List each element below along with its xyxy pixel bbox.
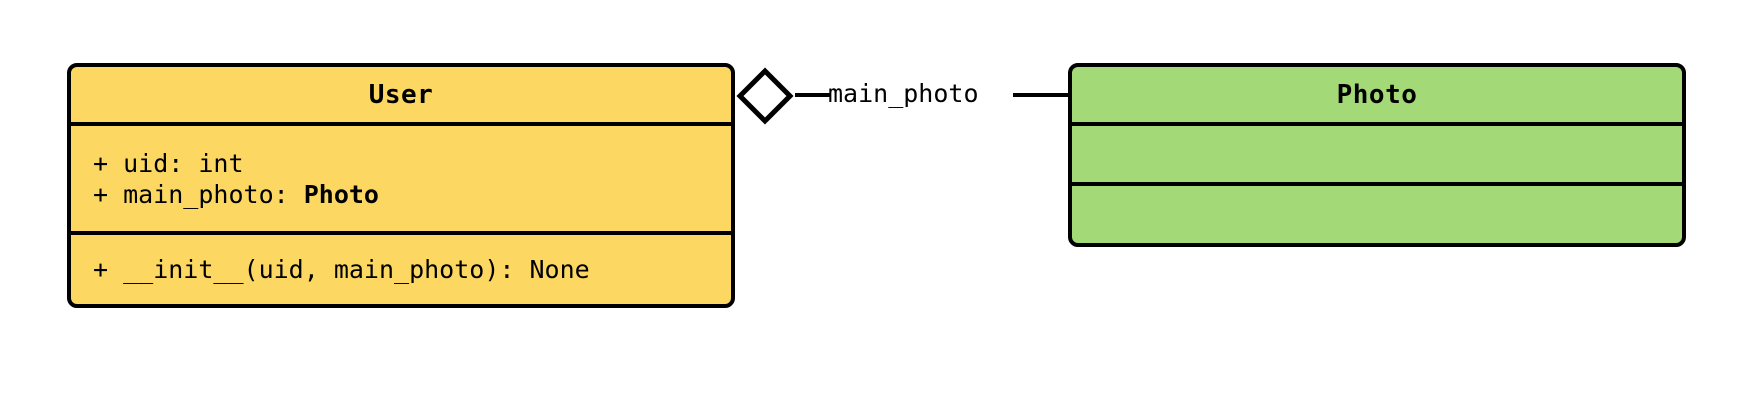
class-methods-photo: [1072, 182, 1682, 243]
class-name-user: User: [368, 79, 434, 110]
association-label-main-photo: main_photo: [828, 79, 979, 108]
attribute-main-photo: + main_photo: Photo: [93, 179, 709, 210]
class-box-user[interactable]: User + uid: int + main_photo: Photo + __…: [67, 63, 735, 308]
attribute-main-photo-type: Photo: [303, 179, 379, 209]
attribute-main-photo-prefix: + main_photo:: [93, 179, 304, 209]
class-methods-user: + __init__(uid, main_photo): None: [71, 231, 731, 304]
class-title-photo: Photo: [1072, 67, 1682, 122]
class-name-photo: Photo: [1336, 79, 1418, 110]
class-title-user: User: [71, 67, 731, 122]
class-attributes-user: + uid: int + main_photo: Photo: [71, 122, 731, 231]
aggregation-diamond-icon: [735, 66, 795, 126]
class-box-photo[interactable]: Photo: [1068, 63, 1686, 247]
method-init: + __init__(uid, main_photo): None: [93, 255, 590, 284]
aggregation-diamond-svg: [736, 67, 794, 125]
class-attributes-photo: [1072, 122, 1682, 182]
association-line-left: [795, 93, 830, 97]
attribute-uid: + uid: int: [93, 148, 244, 178]
association-line-right: [1013, 93, 1070, 97]
